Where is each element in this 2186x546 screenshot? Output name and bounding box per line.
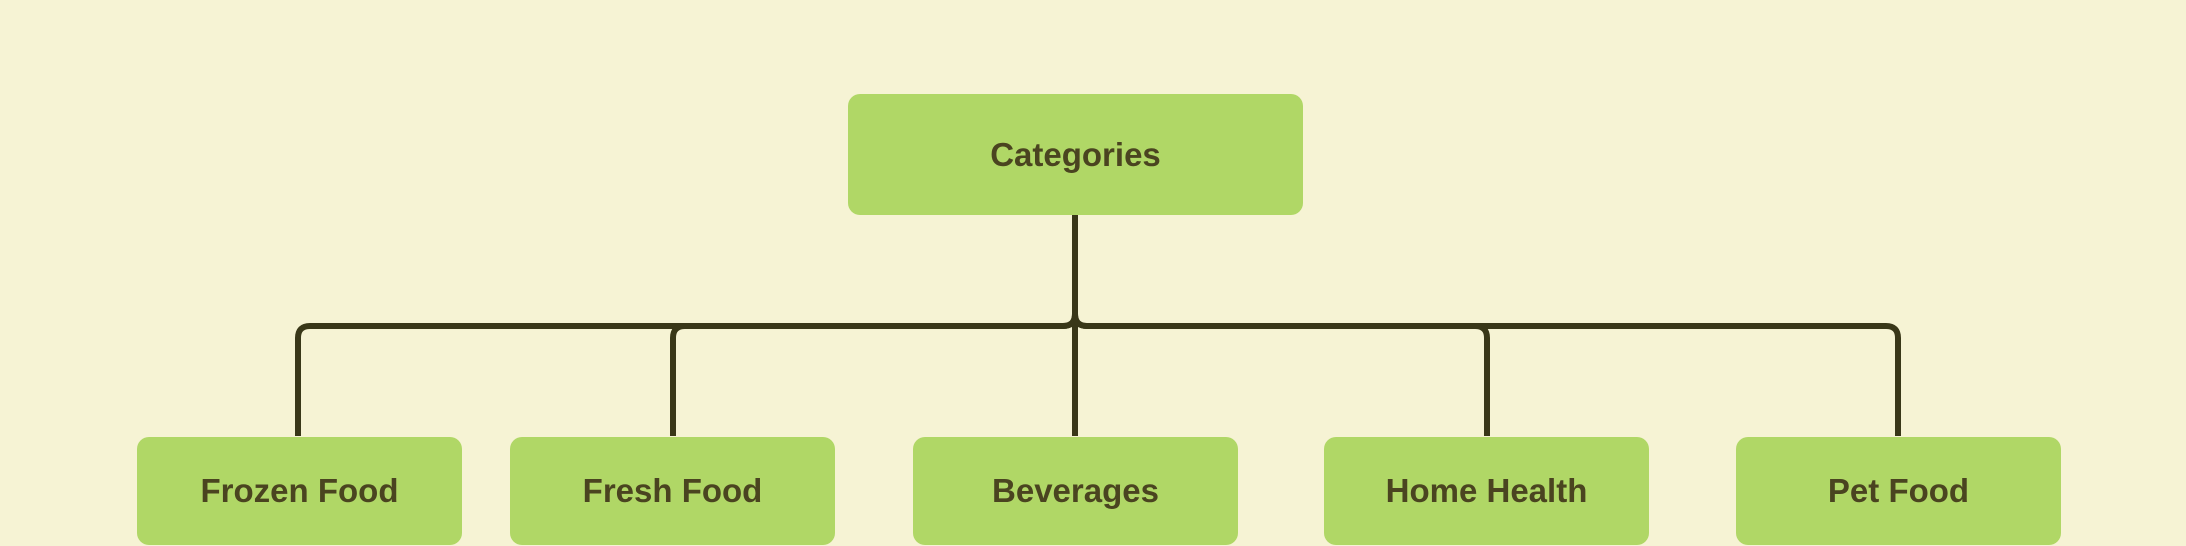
child-node-label: Pet Food bbox=[1827, 472, 1970, 509]
child-node-pet-food: Pet Food bbox=[1736, 437, 2061, 545]
child-node-label: Fresh Food bbox=[582, 472, 763, 509]
child-node-beverages: Beverages bbox=[913, 437, 1238, 545]
root-node-categories: Categories bbox=[848, 94, 1303, 215]
connector-pet-food bbox=[1072, 313, 1901, 436]
connector-fresh-food bbox=[670, 313, 1078, 436]
child-node-label: Frozen Food bbox=[200, 472, 399, 509]
child-node-fresh-food: Fresh Food bbox=[510, 437, 835, 545]
child-node-label: Beverages bbox=[992, 472, 1159, 509]
child-node-frozen-food: Frozen Food bbox=[137, 437, 462, 545]
child-node-home-health: Home Health bbox=[1324, 437, 1649, 545]
connector-frozen-food bbox=[295, 313, 1078, 436]
child-node-label: Home Health bbox=[1385, 472, 1588, 509]
root-node-label: Categories bbox=[990, 135, 1161, 173]
connector-home-health bbox=[1072, 313, 1490, 436]
